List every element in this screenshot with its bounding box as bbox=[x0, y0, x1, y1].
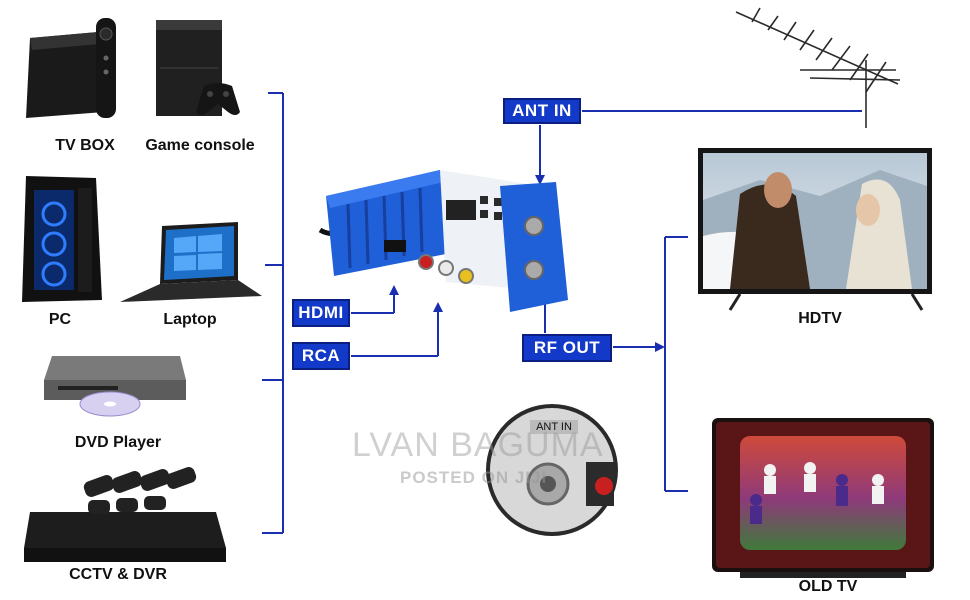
game-console-image bbox=[156, 20, 240, 116]
rca-tag: RCA bbox=[291, 341, 351, 371]
label-hdtv: HDTV bbox=[798, 310, 842, 327]
label-pc: PC bbox=[48, 311, 72, 328]
laptop-image bbox=[120, 222, 262, 302]
watermark-name: LVAN BAGUMA bbox=[352, 426, 604, 464]
old-tv-image bbox=[712, 418, 934, 578]
watermark-posted: POSTED ON JIJI bbox=[400, 468, 548, 487]
tv-box-image bbox=[26, 18, 116, 118]
hdtv-image bbox=[698, 148, 932, 311]
label-game-console: Game console bbox=[145, 137, 255, 154]
ant-in-closeup-image bbox=[486, 404, 618, 536]
modulator-device-image bbox=[318, 170, 568, 312]
label-laptop: Laptop bbox=[163, 311, 217, 328]
ant-in-tag: ANT IN bbox=[502, 97, 582, 125]
rf-out-tag: RF OUT bbox=[521, 333, 613, 363]
label-dvd-player: DVD Player bbox=[74, 434, 162, 451]
antenna-image bbox=[735, 7, 901, 128]
cctv-dvr-image bbox=[24, 467, 226, 562]
hdmi-tag: HDMI bbox=[291, 298, 351, 328]
label-old-tv: OLD TV bbox=[798, 578, 858, 595]
label-cctv-dvr: CCTV & DVR bbox=[69, 566, 167, 583]
closeup-ant-in-label: ANT IN bbox=[536, 421, 572, 433]
label-tv-box: TV BOX bbox=[55, 137, 115, 154]
dvd-player-image bbox=[44, 356, 186, 417]
pc-image bbox=[22, 176, 102, 302]
